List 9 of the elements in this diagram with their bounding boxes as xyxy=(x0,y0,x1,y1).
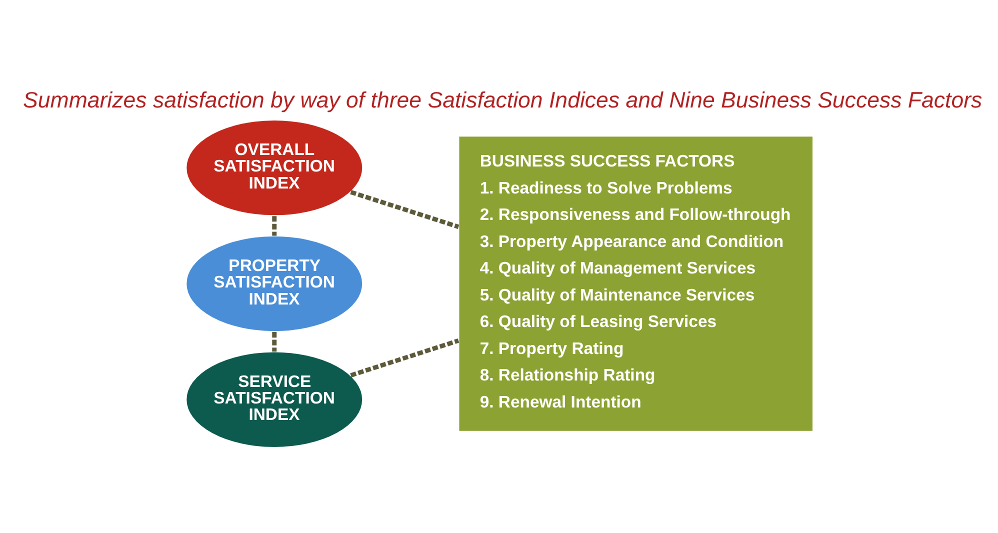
connector xyxy=(350,189,459,228)
connector xyxy=(272,332,276,352)
connector xyxy=(350,338,459,377)
node-ellipse: SERVICE SATISFACTION INDEX xyxy=(185,350,363,448)
node-ellipse: PROPERTY SATISFACTION INDEX xyxy=(185,234,363,332)
node-ellipse: OVERALL SATISFACTION INDEX xyxy=(185,118,363,216)
diagram-title: Summarizes satisfaction by way of three Satisfaction Indices and Nine Business Success Factors xyxy=(22,87,982,112)
node-box: BUSINESS SUCCESS FACTORS 1. Readiness to Solve Problems 2. Responsiveness and Follow-through 3. Property Appearance and Condition 4. Quality of Management Services 5. Quality of Maintenance Services 6. Quality of Leasing Services 7. Property Rating 8. Relationship Rating 9. Renewal Intention xyxy=(458,135,814,432)
connector xyxy=(272,216,276,236)
